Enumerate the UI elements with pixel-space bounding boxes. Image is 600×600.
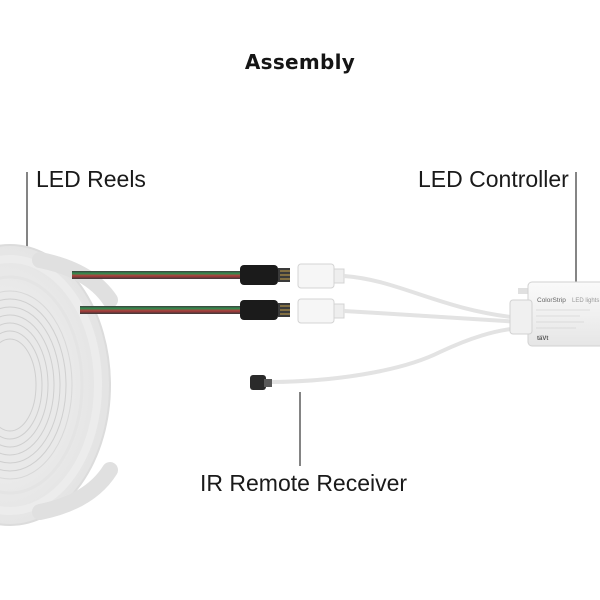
rgb-wire-bottom (80, 306, 244, 314)
rgb-wire-top (72, 271, 244, 279)
controller-brand: ColorStrip (537, 297, 566, 304)
controller-logo: täVt (537, 336, 548, 342)
ir-receiver (250, 375, 272, 390)
cable-top (343, 274, 521, 320)
led-controller-label: LED Controller (418, 166, 569, 192)
connector-white-top (297, 263, 345, 289)
page-title: Assembly (244, 50, 356, 74)
connector-black-top (240, 265, 290, 285)
cable-bottom (343, 309, 521, 324)
led-reel (0, 244, 118, 526)
connector-white-bottom (297, 298, 345, 324)
cable-ir (267, 326, 521, 384)
controller-box: ColorStrip LED lights täVt (509, 281, 600, 347)
led-reels-label: LED Reels (36, 166, 146, 192)
connector-black-bottom (240, 300, 290, 320)
controller-brand-suffix: LED lights (572, 298, 599, 304)
ir-receiver-label: IR Remote Receiver (200, 470, 408, 496)
